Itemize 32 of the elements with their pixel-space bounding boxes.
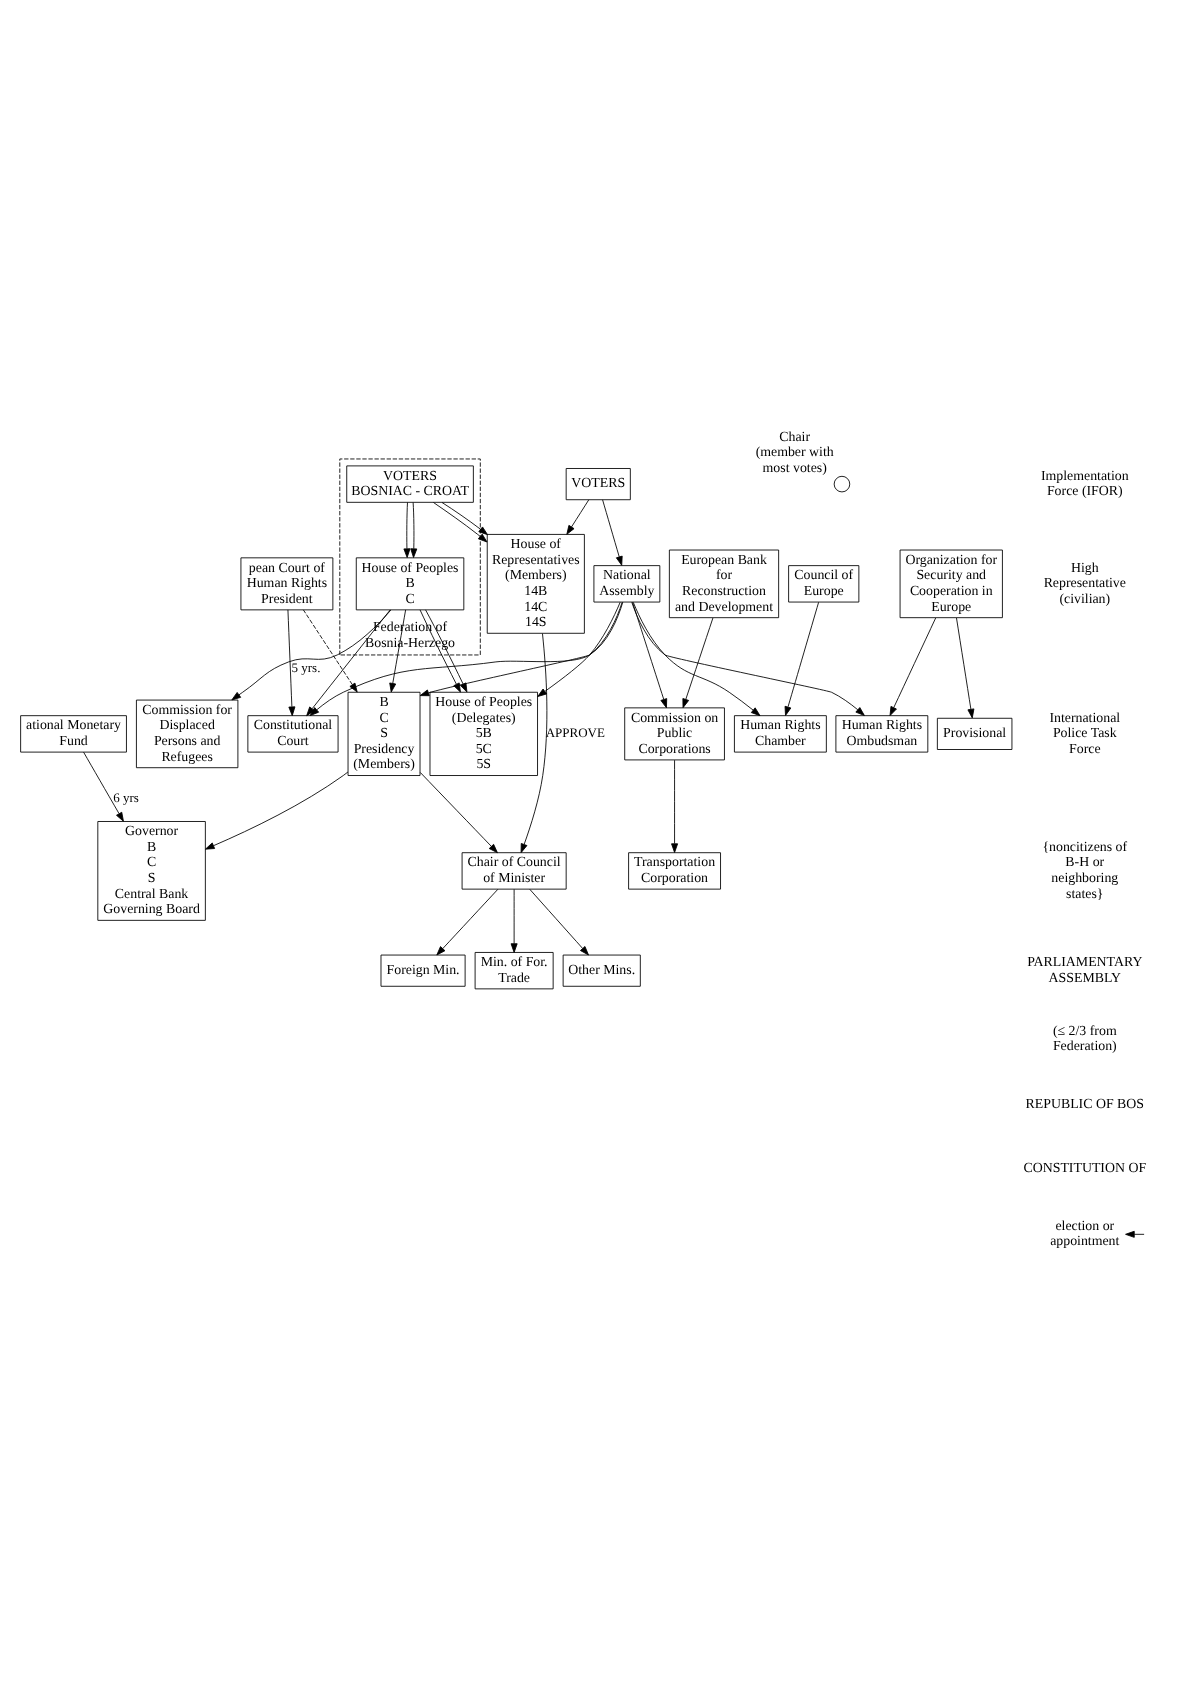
arrow	[419, 609, 461, 693]
arrow	[441, 502, 488, 536]
arrow	[956, 617, 975, 719]
arrow	[632, 601, 761, 717]
arrow	[602, 499, 623, 566]
arrow	[510, 888, 518, 953]
arrow	[537, 601, 621, 697]
arrow	[889, 617, 937, 716]
arrow	[309, 601, 624, 716]
arrow	[436, 888, 499, 956]
arrow	[389, 609, 407, 693]
arrow	[205, 771, 349, 850]
arrow	[566, 499, 590, 535]
arrow	[529, 888, 589, 956]
arrow	[419, 601, 623, 697]
arrow	[631, 601, 865, 716]
arrow	[520, 633, 548, 854]
arrow	[231, 609, 392, 701]
arrow	[671, 759, 679, 853]
arrow	[306, 609, 391, 717]
arrow	[784, 601, 820, 716]
arrow	[419, 772, 498, 854]
arrow	[410, 502, 418, 558]
arrow	[287, 609, 296, 717]
arrow	[632, 601, 668, 709]
node-circle	[833, 475, 851, 493]
arrow	[425, 609, 468, 693]
arrow	[403, 502, 411, 558]
arrow	[433, 502, 488, 543]
arrow	[302, 609, 358, 693]
arrow	[682, 617, 714, 709]
arrow	[83, 751, 124, 822]
